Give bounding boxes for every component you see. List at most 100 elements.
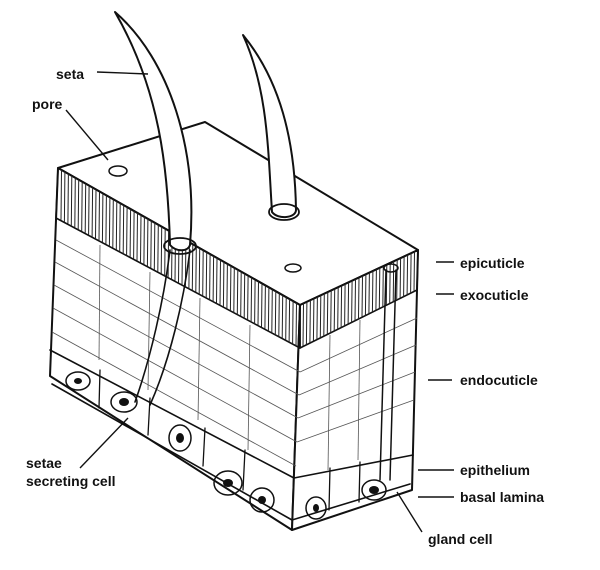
- nucleus: [110, 391, 138, 413]
- exocuticle-striation: [236, 269, 239, 315]
- exocuticle-striation: [167, 230, 170, 278]
- exocuticle-striation: [233, 267, 235, 313]
- exocuticle-striation: [91, 187, 94, 237]
- endocuticle-layers-front: [51, 239, 301, 467]
- exocuticle-striation: [261, 283, 263, 328]
- exocuticle-striation: [326, 292, 329, 335]
- exocuticle-striation: [378, 267, 381, 309]
- exocuticle-striation: [295, 302, 297, 347]
- gland-cell-nucleus-core: [369, 486, 379, 494]
- exocuticle-striation: [250, 277, 253, 323]
- label-basal-lamina: basal lamina: [460, 489, 544, 505]
- exocuticle-striation: [399, 258, 402, 299]
- label-setae-secreting-cell-line2: secreting cell: [26, 473, 116, 489]
- exocuticle-striation: [209, 254, 211, 300]
- label-gland-cell: gland cell: [428, 531, 493, 547]
- exocuticle-striation: [264, 285, 266, 330]
- exocuticle-striation: [368, 272, 370, 314]
- exocuticle-striation: [67, 173, 69, 224]
- exocuticle-striation: [344, 283, 346, 326]
- exocuticle-striation: [195, 246, 197, 293]
- exocuticle-striation: [219, 259, 221, 306]
- seta-right: [242, 34, 297, 218]
- exocuticle-striation: [108, 197, 111, 246]
- exocuticle-striation: [150, 220, 152, 269]
- nucleus: [168, 424, 192, 452]
- exocuticle-striation: [337, 287, 339, 330]
- exocuticle-striation: [371, 270, 374, 313]
- nucleus-core: [119, 398, 129, 406]
- exocuticle-striation: [267, 287, 270, 332]
- exocuticle-striation: [212, 256, 215, 302]
- exocuticle-striation: [81, 181, 83, 232]
- exocuticle-striation: [340, 285, 343, 328]
- exocuticle-striation: [136, 212, 138, 261]
- exocuticle-striation: [389, 262, 391, 304]
- exocuticle-striation: [364, 274, 367, 316]
- label-seta: seta: [56, 66, 84, 82]
- exocuticle-striation: [112, 199, 114, 248]
- exocuticle-striation: [410, 253, 412, 294]
- exocuticle-striation: [288, 299, 291, 343]
- label-pore: pore: [32, 96, 63, 112]
- exocuticle-striation: [98, 191, 100, 241]
- exocuticle-striation: [347, 282, 350, 325]
- gland-duct: [379, 269, 397, 481]
- pores: [108, 165, 399, 273]
- exocuticle-striation: [375, 269, 377, 311]
- exocuticle-striation: [84, 183, 87, 233]
- exocuticle-striation: [292, 301, 294, 345]
- exocuticle-striation: [330, 290, 332, 333]
- exocuticle-striation: [101, 193, 104, 243]
- exocuticle-striation: [226, 263, 228, 310]
- nucleus: [249, 487, 275, 513]
- label-exocuticle: exocuticle: [460, 287, 529, 303]
- exocuticle-striation: [188, 242, 190, 289]
- exocuticle-striation: [222, 261, 225, 308]
- exocuticle-striation: [164, 228, 166, 276]
- exocuticle-striation: [198, 248, 201, 295]
- exocuticle-striation: [60, 169, 62, 220]
- seta-root: [134, 249, 191, 406]
- exocuticle-striation: [205, 252, 208, 298]
- exocuticle-striation: [274, 291, 277, 336]
- exocuticle-striation: [143, 216, 145, 265]
- label-setae-secreting-cell-line1: setae: [26, 455, 62, 471]
- pore-opening: [108, 165, 128, 177]
- exocuticle-striation: [88, 185, 90, 235]
- basal-lamina-line: [51, 383, 411, 521]
- exocuticle-hatching-right: [302, 251, 415, 347]
- setae: [114, 11, 300, 406]
- exocuticle-striation: [333, 288, 336, 331]
- exocuticle-striation: [115, 201, 118, 250]
- exocuticle-striation: [316, 296, 318, 340]
- exocuticle-striation: [133, 211, 135, 259]
- exocuticle-striation: [202, 250, 204, 297]
- epithelium-boundary-front: [49, 349, 295, 479]
- exocuticle-striation: [63, 171, 66, 222]
- gland-duct-opening: [383, 263, 399, 273]
- nucleus-core: [223, 479, 233, 487]
- nucleus: [65, 371, 91, 391]
- labels: seta pore epicuticle exocuticle endocuti…: [26, 66, 544, 547]
- exocuticle-hatching-front: [60, 169, 297, 347]
- exocuticle-striation: [403, 256, 405, 297]
- nucleus-core: [258, 496, 266, 504]
- exocuticle-striation: [129, 209, 132, 258]
- exocuticle-striation: [70, 175, 73, 226]
- exocuticle-striation: [406, 254, 409, 296]
- exocuticle-striation: [285, 297, 287, 341]
- seta-left: [114, 11, 193, 252]
- exocuticle-striation: [140, 214, 142, 263]
- exocuticle-striation: [305, 301, 308, 345]
- exocuticle-striation: [191, 244, 194, 291]
- exocuticle-striation: [361, 275, 363, 318]
- exocuticle-striation: [126, 207, 128, 256]
- seta-socket: [163, 237, 197, 255]
- label-epicuticle: epicuticle: [460, 255, 525, 271]
- exocuticle-striation: [243, 273, 246, 319]
- endocuticle-layers-right: [296, 317, 418, 471]
- exocuticle-striation: [309, 300, 311, 343]
- exocuticle-striation: [358, 277, 360, 320]
- exocuticle-striation: [105, 195, 107, 245]
